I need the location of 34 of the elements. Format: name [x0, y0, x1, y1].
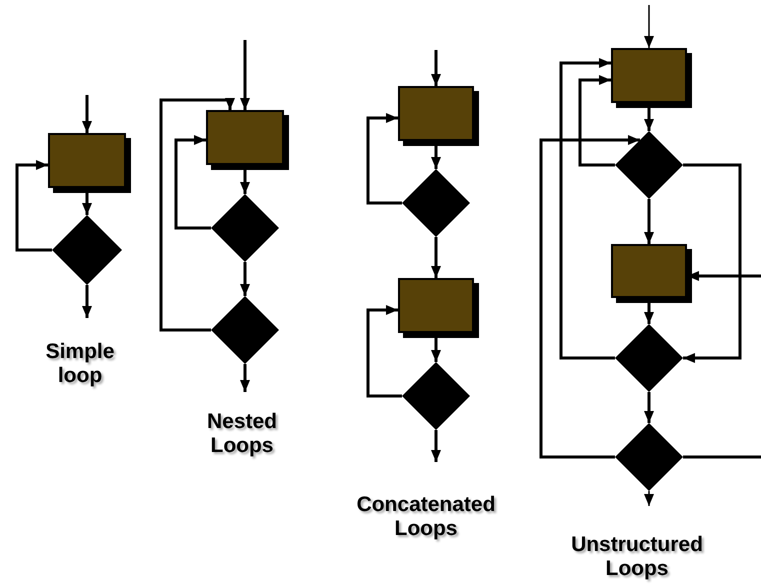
arrow	[160, 98, 235, 332]
arrow	[683, 164, 742, 363]
arrow	[82, 285, 92, 318]
loop-label: Nested Loops	[206, 410, 278, 458]
loop-label: Unstructured Loops	[570, 533, 704, 582]
arrow	[644, 199, 654, 244]
connector-line	[683, 456, 761, 458]
decision-diamond	[615, 324, 683, 392]
arrow	[240, 262, 250, 296]
arrow	[644, 5, 654, 48]
decision-diamond	[402, 362, 470, 430]
arrow	[644, 491, 654, 506]
arrow	[431, 430, 441, 462]
arrow	[366, 305, 402, 398]
decision-diamond	[402, 169, 470, 237]
decision-diamond	[211, 194, 279, 262]
arrow	[560, 58, 615, 360]
decision-diamond	[211, 296, 279, 364]
arrow	[240, 40, 250, 110]
loop-label: Simple loop	[44, 340, 116, 388]
arrow	[431, 237, 441, 278]
arrow	[16, 160, 52, 252]
decision-diamond	[52, 215, 122, 285]
arrow	[431, 50, 441, 86]
decision-diamond	[615, 131, 683, 199]
arrow	[240, 364, 250, 392]
arrow	[366, 113, 402, 204]
decision-diamond	[615, 423, 683, 491]
arrow	[644, 392, 654, 423]
arrow	[578, 75, 615, 166]
arrow	[82, 95, 92, 133]
arrow	[174, 135, 211, 230]
loop-label: Concatenated Loops	[356, 493, 496, 542]
arrow	[540, 135, 640, 458]
